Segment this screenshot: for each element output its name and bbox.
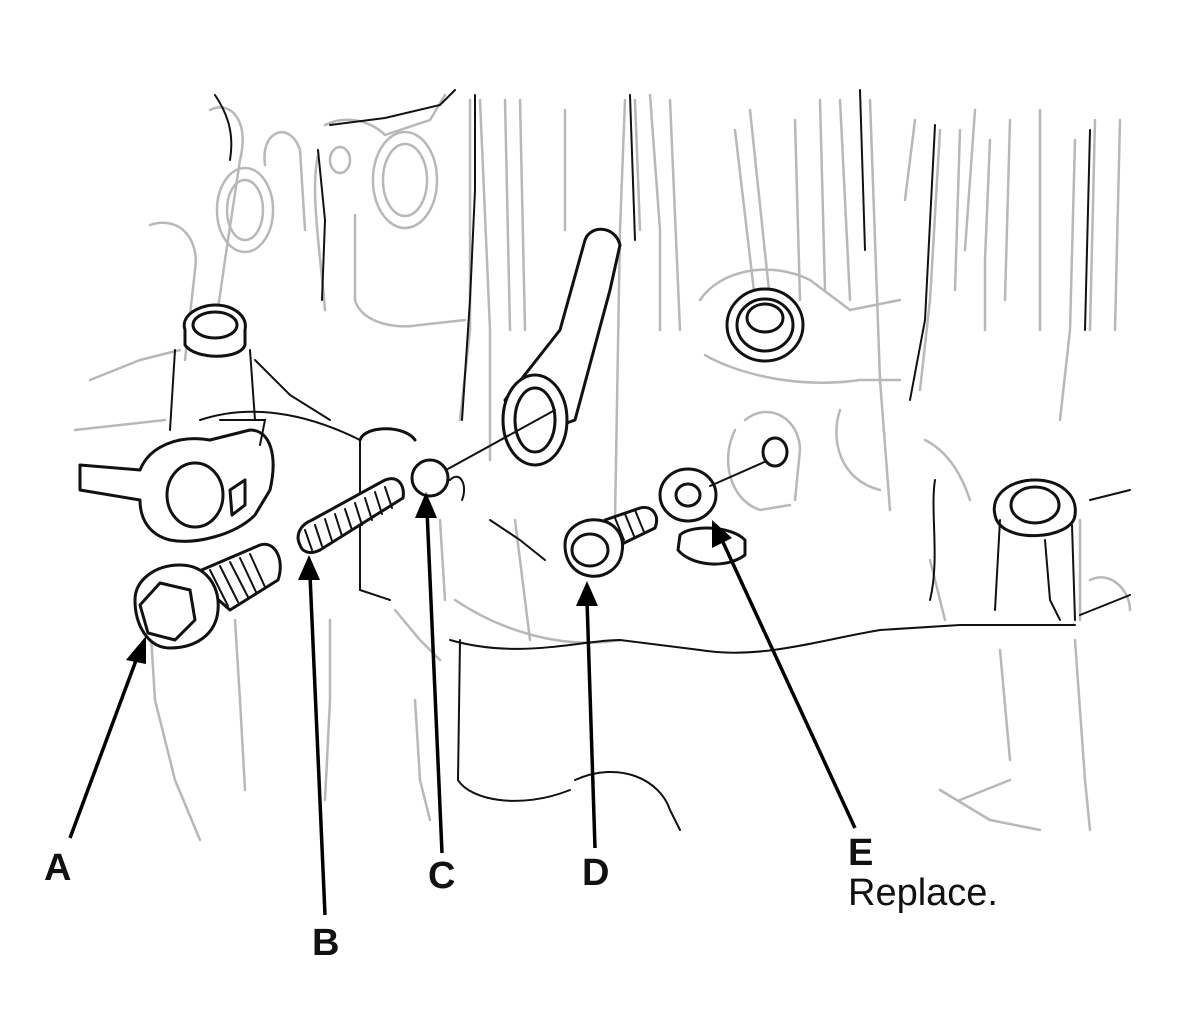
leader-c bbox=[425, 509, 444, 854]
arrowhead-a bbox=[126, 636, 146, 664]
leader-e bbox=[720, 539, 857, 829]
leader-a bbox=[68, 654, 140, 839]
transmission-housing bbox=[73, 93, 1132, 842]
arrowhead-b bbox=[298, 555, 320, 580]
part-c-steel-ball bbox=[410, 409, 556, 498]
callout-label-d: D bbox=[582, 852, 609, 894]
callout-label-a: A bbox=[44, 847, 71, 889]
leader-b bbox=[308, 574, 327, 916]
housing-bolt-center bbox=[725, 287, 805, 363]
arrowhead-c bbox=[415, 492, 437, 518]
housing-bolt-right bbox=[992, 478, 1077, 621]
arrowhead-d bbox=[576, 581, 598, 606]
part-b-spring bbox=[296, 477, 405, 554]
leader-d bbox=[585, 599, 597, 849]
callout-note-e: Replace. bbox=[848, 872, 998, 914]
leader-lines bbox=[68, 492, 857, 916]
part-d-bolt bbox=[563, 505, 658, 578]
part-a-sealing-bolt bbox=[133, 542, 282, 650]
arrowhead-e bbox=[712, 520, 732, 548]
callout-label-e: E bbox=[848, 832, 873, 874]
callout-label-b: B bbox=[312, 922, 339, 964]
callout-label-c: C bbox=[428, 855, 455, 897]
housing-outline bbox=[199, 89, 1131, 831]
detent-bracket bbox=[78, 419, 275, 543]
housing-boss bbox=[358, 427, 466, 601]
housing-bolt-left bbox=[169, 303, 256, 431]
shift-arm bbox=[501, 227, 622, 467]
